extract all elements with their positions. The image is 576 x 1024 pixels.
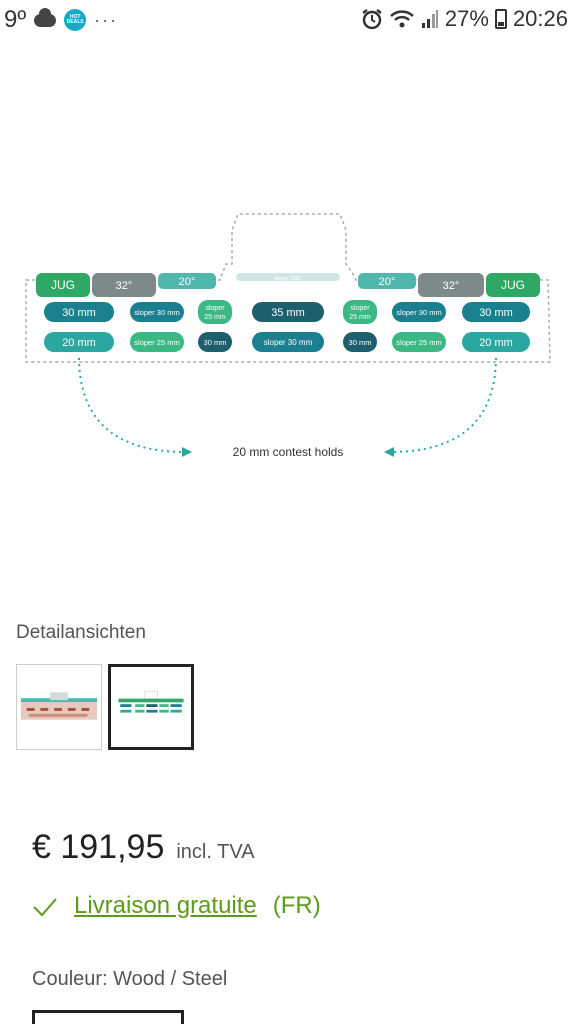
hold-20-right xyxy=(358,273,416,289)
hold-20-right-label: 20° xyxy=(379,276,396,288)
detail-views-title: Detailansichten xyxy=(16,622,146,643)
battery-icon xyxy=(494,9,507,29)
diagram-caption: 20 mm contest holds xyxy=(233,445,344,459)
status-bar-left: 9º HOT DEALS ··· xyxy=(4,6,118,34)
hold-30mm-left xyxy=(44,302,114,322)
arrow-left xyxy=(78,357,187,453)
hold-32-left xyxy=(92,273,156,297)
hold-30mm-left-label: 30 mm xyxy=(62,307,96,319)
hold-sloper25-right-line1: sloper xyxy=(350,305,370,312)
thumbnail-2-selected[interactable] xyxy=(108,664,194,750)
thumbnail-1[interactable] xyxy=(16,664,102,750)
hold-sloper-center xyxy=(236,273,340,281)
hold-20-left xyxy=(158,273,216,289)
hold-sloper30-bottom-label: sloper 30 mm xyxy=(264,338,313,347)
price-row: € 191,95 incl. TVA xyxy=(32,828,255,867)
hold-sloper25-left-line1: sloper xyxy=(205,305,225,312)
hold-jug-left xyxy=(36,273,90,297)
thumbnail-photo-image xyxy=(20,692,98,720)
hold-30mm-small-right xyxy=(343,332,377,352)
hold-32-right-label: 32° xyxy=(443,280,460,292)
volume-layout-diagram: JUG 32° 20° sloper 2020 20° 32° JUG 30 m… xyxy=(25,213,551,459)
hold-sloper30-left-label: sloper 30 mm xyxy=(134,308,179,317)
temperature: 9º xyxy=(4,6,27,33)
app-notification-icon: HOT DEALS xyxy=(64,9,87,31)
thumbnail-diagram-image xyxy=(118,690,184,713)
wifi-icon xyxy=(390,10,414,28)
price-tax-note: incl. TVA xyxy=(176,841,255,863)
hold-sloper25-bottom-right xyxy=(392,332,446,352)
free-shipping-link[interactable]: Livraison gratuite xyxy=(74,892,257,919)
more-notifications-icon: ··· xyxy=(94,9,119,30)
hold-35mm xyxy=(252,302,324,322)
hold-sloper25-left-line2: 25 mm xyxy=(204,314,226,321)
hold-jug-left-label: JUG xyxy=(51,278,75,292)
shipping-row: Livraison gratuite (FR) xyxy=(32,892,321,920)
hold-35mm-label: 35 mm xyxy=(271,307,305,319)
cloud-icon xyxy=(34,7,57,27)
hold-sloper25-bottom-left xyxy=(130,332,184,352)
hold-sloper25-right xyxy=(343,300,377,324)
bottom-row: 20 mm sloper 25 mm 30 mm sloper 30 mm 30… xyxy=(44,332,530,352)
status-bar: 9º HOT DEALS ··· 27% 20:26 xyxy=(0,0,576,40)
hold-sloper25-left xyxy=(198,300,232,324)
color-option-selected[interactable] xyxy=(32,1010,184,1024)
check-icon xyxy=(33,898,57,917)
hold-sloper25-right-line2: 25 mm xyxy=(349,314,371,321)
price-amount: € 191,95 xyxy=(32,828,165,866)
hold-32-left-label: 32° xyxy=(116,280,133,292)
shipping-country: (FR) xyxy=(272,892,321,919)
board-outline xyxy=(25,213,551,363)
arrow-right xyxy=(389,357,497,453)
hold-30mm-right xyxy=(462,302,530,322)
arrow-right-head xyxy=(384,447,394,457)
status-bar-right: 27% 20:26 xyxy=(361,6,568,32)
hold-30mm-small-left-label: 30 mm xyxy=(204,338,227,347)
battery-percent: 27% xyxy=(444,6,489,31)
middle-row: 30 mm sloper 30 mm sloper 25 mm 35 mm sl… xyxy=(44,300,530,324)
hold-sloper25-bottom-left-label: sloper 25 mm xyxy=(134,338,179,347)
hold-sloper30-right xyxy=(392,302,446,322)
hold-jug-right xyxy=(486,273,540,297)
top-row: JUG 32° 20° sloper 2020 20° 32° JUG xyxy=(36,273,540,297)
hold-jug-right-label: JUG xyxy=(501,278,525,292)
hold-20-left-label: 20° xyxy=(179,276,196,288)
hold-32-right xyxy=(418,273,484,297)
hold-sloper30-bottom xyxy=(252,332,324,352)
clock: 20:26 xyxy=(512,6,568,31)
hold-30mm-small-right-label: 30 mm xyxy=(349,338,372,347)
hold-20mm-right xyxy=(462,332,530,352)
color-label: Couleur: Wood / Steel xyxy=(32,968,228,990)
alarm-icon xyxy=(362,9,382,30)
hold-20mm-left xyxy=(44,332,114,352)
hold-20mm-left-label: 20 mm xyxy=(62,337,96,349)
hold-30mm-right-label: 30 mm xyxy=(479,307,513,319)
product-main-image[interactable]: JUG 32° 20° sloper 2020 20° 32° JUG 30 m… xyxy=(0,40,576,610)
hold-20mm-right-label: 20 mm xyxy=(479,337,513,349)
hold-sloper30-left xyxy=(130,302,184,322)
hold-sloper30-right-label: sloper 30 mm xyxy=(396,308,441,317)
signal-icon xyxy=(421,10,438,28)
hold-sloper-center-label: sloper 2020 xyxy=(275,276,301,282)
hold-sloper25-bottom-right-label: sloper 25 mm xyxy=(396,338,441,347)
hold-30mm-small-left xyxy=(198,332,232,352)
arrow-left-head xyxy=(182,447,192,457)
